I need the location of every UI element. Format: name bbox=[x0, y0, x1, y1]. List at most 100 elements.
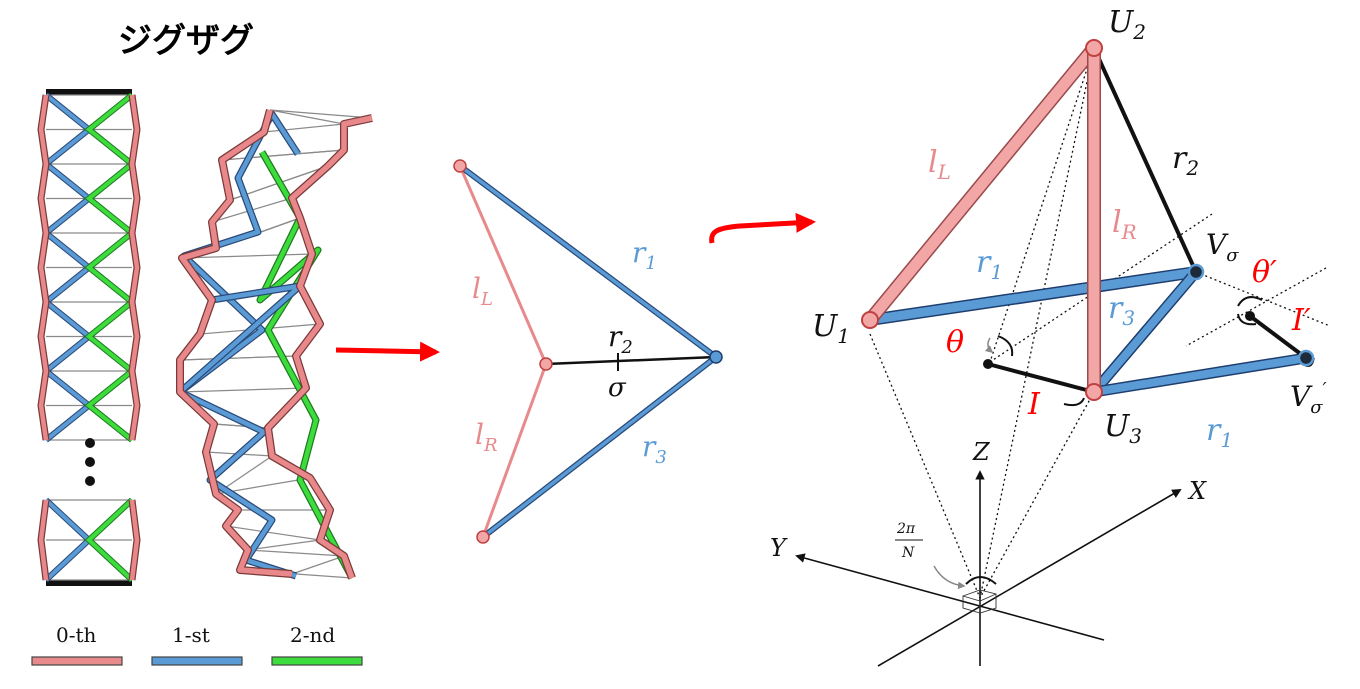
label-sigma: σ bbox=[608, 373, 627, 403]
label-lL: lL bbox=[472, 272, 493, 310]
axis-x bbox=[877, 489, 1182, 667]
I-arc bbox=[1063, 397, 1085, 407]
twisted-rung bbox=[179, 387, 307, 393]
angle-arc bbox=[965, 576, 997, 585]
twisted-rung bbox=[247, 549, 345, 557]
arrow-to-tetrahedron bbox=[709, 212, 816, 244]
ellipsis-dot bbox=[85, 476, 95, 486]
twisted-green-lines bbox=[256, 150, 356, 580]
label-I: I bbox=[1027, 387, 1041, 422]
green-diagonal bbox=[85, 162, 134, 235]
legend-label-2nd: 2-nd bbox=[290, 623, 335, 647]
green-diagonal bbox=[85, 300, 134, 373]
label-r3: r3 bbox=[642, 430, 667, 468]
ellipsis-dot bbox=[85, 457, 95, 467]
label-r1a: r1 bbox=[976, 245, 1003, 284]
edge-U1-U2 bbox=[864, 42, 1100, 326]
theta-prime-arc bbox=[1237, 296, 1263, 326]
straight-zigzag-column bbox=[37, 89, 141, 586]
twisted-pink-rail bbox=[265, 115, 373, 579]
label-U3: U3 bbox=[1104, 409, 1142, 448]
label-U2: U2 bbox=[1108, 5, 1146, 44]
label-I-prime: I′ bbox=[1291, 303, 1311, 338]
twisted-green-line bbox=[257, 150, 354, 580]
legend-swatch-1st bbox=[151, 656, 243, 666]
legend-swatch-2nd bbox=[271, 656, 363, 666]
twisted-rung bbox=[247, 539, 321, 551]
node-theta bbox=[983, 359, 993, 369]
column-diagonals bbox=[43, 92, 135, 583]
twisted-rung bbox=[225, 525, 321, 541]
label-r2: r2 bbox=[608, 320, 633, 358]
column-bottom-cap bbox=[46, 580, 132, 586]
label-angle-den: N bbox=[901, 545, 915, 561]
node-bottom bbox=[476, 530, 490, 544]
edge-U2-Vs bbox=[1092, 47, 1198, 273]
twisted-rung bbox=[269, 109, 373, 119]
label-axis-z: Z bbox=[972, 438, 991, 466]
node-Vs bbox=[1187, 263, 1205, 281]
label-theta-prime: θ′ bbox=[1252, 255, 1277, 290]
node-right bbox=[709, 350, 723, 364]
twisted-rung bbox=[221, 149, 345, 161]
pink-rail bbox=[129, 94, 140, 441]
edge-U3-Vs bbox=[1090, 268, 1200, 396]
label-angle-num: 2π bbox=[896, 521, 916, 537]
green-diagonal bbox=[85, 93, 134, 166]
ellipsis-dot bbox=[85, 438, 95, 448]
axis-y bbox=[795, 553, 1105, 641]
angle-pointer bbox=[933, 565, 966, 590]
legend: 0-th 1-st 2-nd bbox=[31, 623, 363, 666]
twisted-rung bbox=[181, 253, 313, 259]
column-top-cap bbox=[46, 89, 132, 95]
node-Vsp bbox=[1297, 349, 1315, 367]
tetrahedron-diagram: Z X Y 2π N bbox=[770, 5, 1331, 667]
label-r1b: r1 bbox=[1206, 413, 1233, 452]
edge-r1 bbox=[458, 164, 718, 359]
twisted-blue-line bbox=[177, 111, 300, 579]
edge-r3 bbox=[481, 355, 718, 539]
edge-r2 bbox=[545, 355, 717, 366]
green-diagonal bbox=[85, 231, 134, 304]
edge-U3-Vsp bbox=[1090, 354, 1310, 396]
label-U1: U1 bbox=[812, 309, 850, 348]
arrow-to-triangle bbox=[335, 341, 440, 362]
legend-label-1st: 1-st bbox=[172, 623, 210, 647]
edge-I bbox=[987, 362, 1095, 394]
label-r2: r2 bbox=[1172, 141, 1199, 180]
pink-rail bbox=[38, 499, 49, 581]
twisted-green-outline bbox=[256, 150, 356, 580]
label-r1: r1 bbox=[632, 236, 657, 274]
node-U1 bbox=[861, 311, 879, 329]
twisted-rung bbox=[263, 123, 345, 133]
edge-lR bbox=[481, 363, 548, 538]
label-Vs: Vσ bbox=[1206, 228, 1239, 266]
twisted-pink-rails bbox=[176, 108, 373, 580]
twisted-rung bbox=[179, 355, 297, 361]
twisted-rung bbox=[291, 555, 345, 575]
origin-box bbox=[962, 589, 997, 614]
label-axis-y: Y bbox=[770, 534, 788, 562]
dotted-construction-lines bbox=[869, 47, 1331, 599]
label-theta: θ bbox=[946, 325, 964, 360]
node-top bbox=[453, 159, 467, 173]
edge-lL bbox=[458, 165, 548, 365]
label-Vsp: Vσ′ bbox=[1290, 379, 1327, 418]
label-lL: lL bbox=[928, 145, 951, 184]
twisted-zigzag-strip bbox=[176, 108, 373, 580]
edge-U1-Vs bbox=[865, 267, 1201, 325]
label-lR: lR bbox=[475, 418, 498, 456]
unit-triangle: lL lR r1 r2 σ r3 bbox=[453, 159, 723, 544]
edge-I-prime bbox=[1248, 314, 1308, 360]
coordinate-axes: Z X Y 2π N bbox=[770, 438, 1207, 667]
theta-pointer bbox=[985, 337, 994, 353]
label-axis-x: X bbox=[1187, 477, 1207, 505]
label-r3: r3 bbox=[1108, 291, 1135, 330]
theta-arc bbox=[997, 335, 1014, 357]
legend-label-0th: 0-th bbox=[56, 623, 97, 647]
pink-rail bbox=[38, 94, 49, 441]
node-U2 bbox=[1085, 39, 1103, 57]
green-diagonal bbox=[85, 369, 134, 442]
label-lR: lR bbox=[1112, 205, 1137, 244]
